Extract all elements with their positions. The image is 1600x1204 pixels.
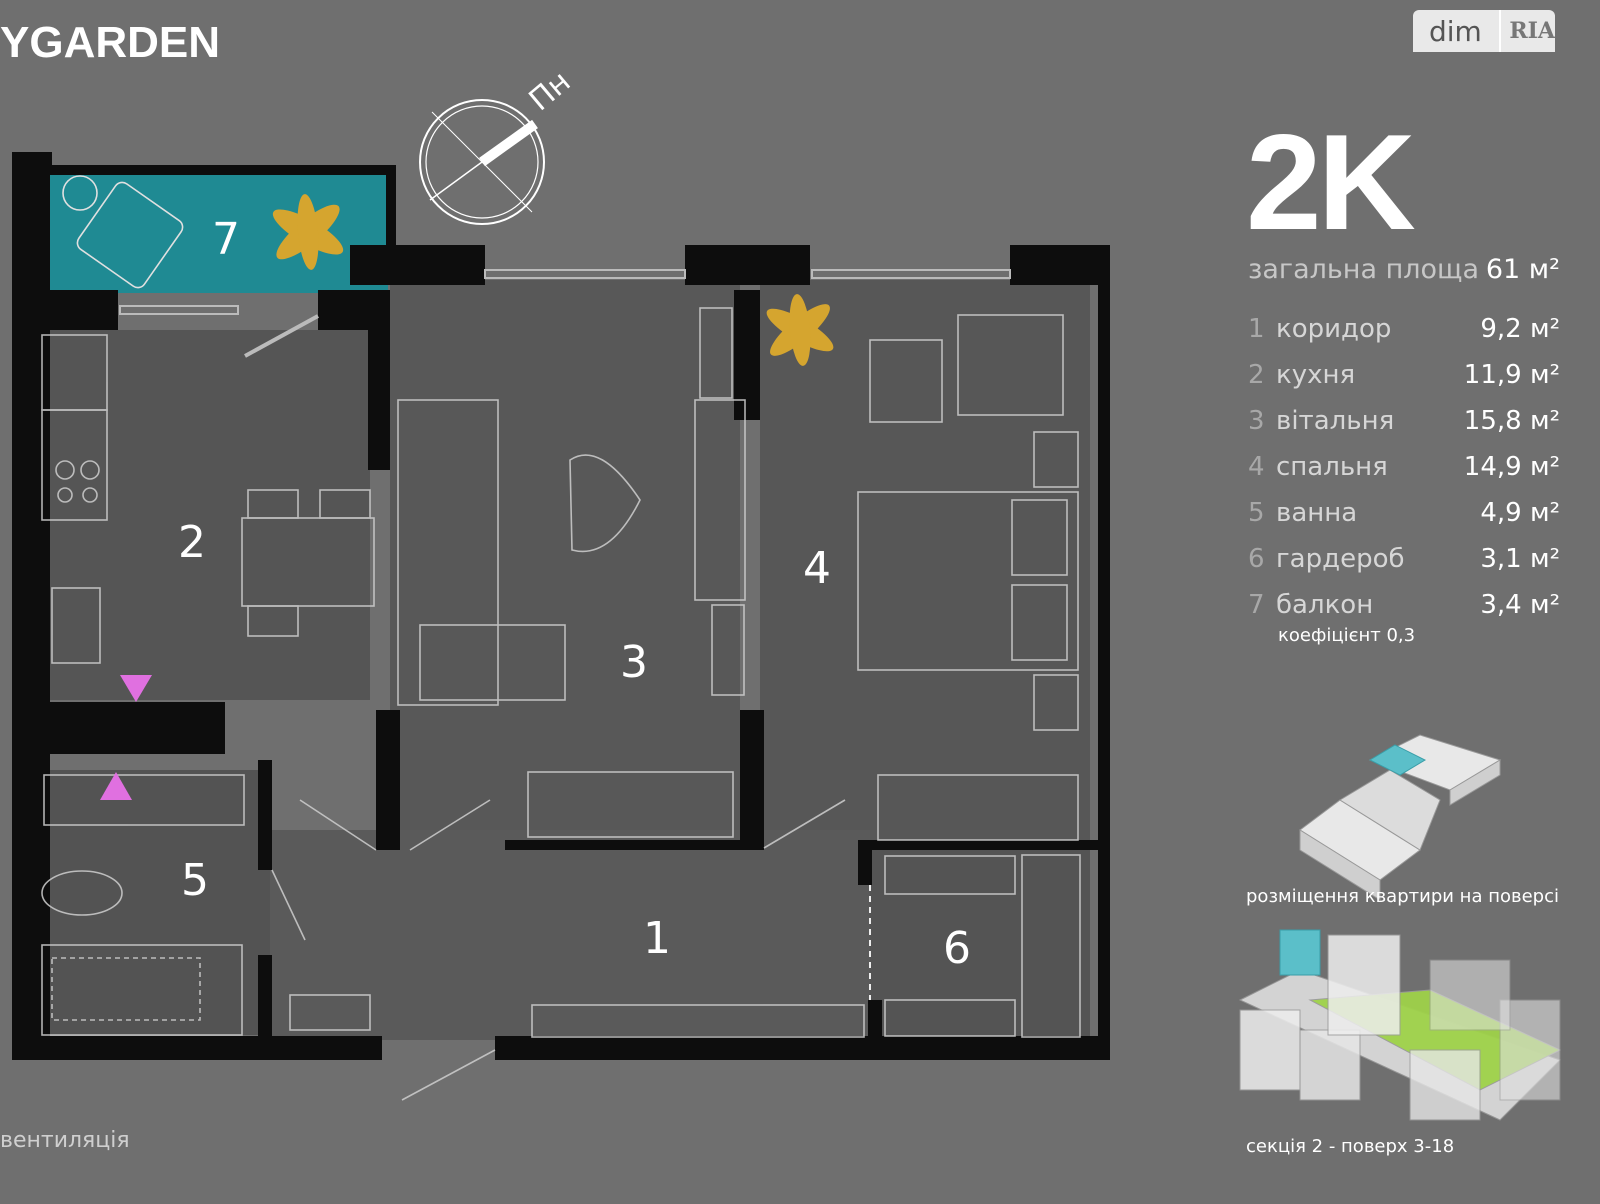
room-area: 15,8 м² [1463, 406, 1560, 436]
compass-icon [419, 99, 545, 225]
list-item: 2 кухня 11,9 м² [1248, 352, 1560, 398]
room-label-5: 5 [181, 855, 209, 906]
room-number: 4 [1248, 452, 1265, 482]
room-number: 7 [1248, 590, 1265, 620]
vent-marker-icon [100, 772, 132, 800]
room-area: 14,9 м² [1463, 452, 1560, 482]
total-area-value: 61 м² [1485, 254, 1560, 285]
badge-ria: RIA [1499, 10, 1555, 52]
total-area-label: загальна площа [1248, 254, 1479, 285]
room-area: 4,9 м² [1480, 498, 1560, 528]
room-list: 1 коридор 9,2 м² 2 кухня 11,9 м² 3 вітальня 15… [1248, 306, 1560, 628]
brand-logo-text: YGARDEN [0, 18, 221, 67]
furniture [41, 307, 1081, 1101]
vent-marker-icon [120, 675, 152, 702]
room-area: 11,9 м² [1463, 360, 1560, 390]
total-area-row: загальна площа 61 м² [1248, 254, 1560, 285]
compass-label: Пн [523, 64, 578, 118]
dimria-badge[interactable]: dim RIA [1413, 10, 1555, 52]
plant-icon [272, 194, 344, 270]
room-name: ванна [1276, 498, 1358, 528]
list-item: 4 спальня 14,9 м² [1248, 444, 1560, 490]
room-name: вітальня [1276, 406, 1395, 436]
room-number: 2 [1248, 360, 1265, 390]
room-area: 3,1 м² [1480, 544, 1560, 574]
list-item: 1 коридор 9,2 м² [1248, 306, 1560, 352]
room-name: коридор [1276, 314, 1392, 344]
room-number: 1 [1248, 314, 1265, 344]
windows [119, 269, 1011, 358]
plant-icon [766, 294, 834, 366]
room-number: 5 [1248, 498, 1265, 528]
floor-placement-caption: розміщення квартири на поверсі [1246, 886, 1559, 907]
walls [12, 152, 1110, 1060]
list-item: 6 гардероб 3,1 м² [1248, 536, 1560, 582]
ventilation-legend: вентиляція [0, 1128, 130, 1153]
room-name: кухня [1276, 360, 1356, 390]
room-label-2: 2 [178, 517, 206, 568]
room-label-1: 1 [643, 913, 671, 964]
room-name: гардероб [1276, 544, 1405, 574]
room-label-7: 7 [212, 214, 240, 265]
floor-placement-diagram [1299, 734, 1502, 901]
section-caption: секція 2 - поверх 3-18 [1246, 1136, 1455, 1157]
room-area: 3,4 м² [1480, 590, 1560, 620]
section-diagram [1238, 929, 1562, 1121]
badge-dim: dim [1429, 14, 1482, 48]
apartment-type: 2K [1246, 106, 1416, 258]
list-item: 3 вітальня 15,8 м² [1248, 398, 1560, 444]
room-label-3: 3 [620, 637, 648, 688]
room-area: 9,2 м² [1480, 314, 1560, 344]
room-name: спальня [1276, 452, 1388, 482]
balcony-area [48, 173, 388, 293]
list-item: 5 ванна 4,9 м² [1248, 490, 1560, 536]
room-name: балкон [1276, 590, 1374, 620]
list-item: 7 балкон 3,4 м² [1248, 582, 1560, 628]
room-number: 3 [1248, 406, 1265, 436]
room-number: 6 [1248, 544, 1265, 574]
room-label-6: 6 [943, 923, 971, 974]
balcony-coefficient: коефіцієнт 0,3 [1278, 625, 1416, 646]
room-label-4: 4 [803, 543, 831, 594]
